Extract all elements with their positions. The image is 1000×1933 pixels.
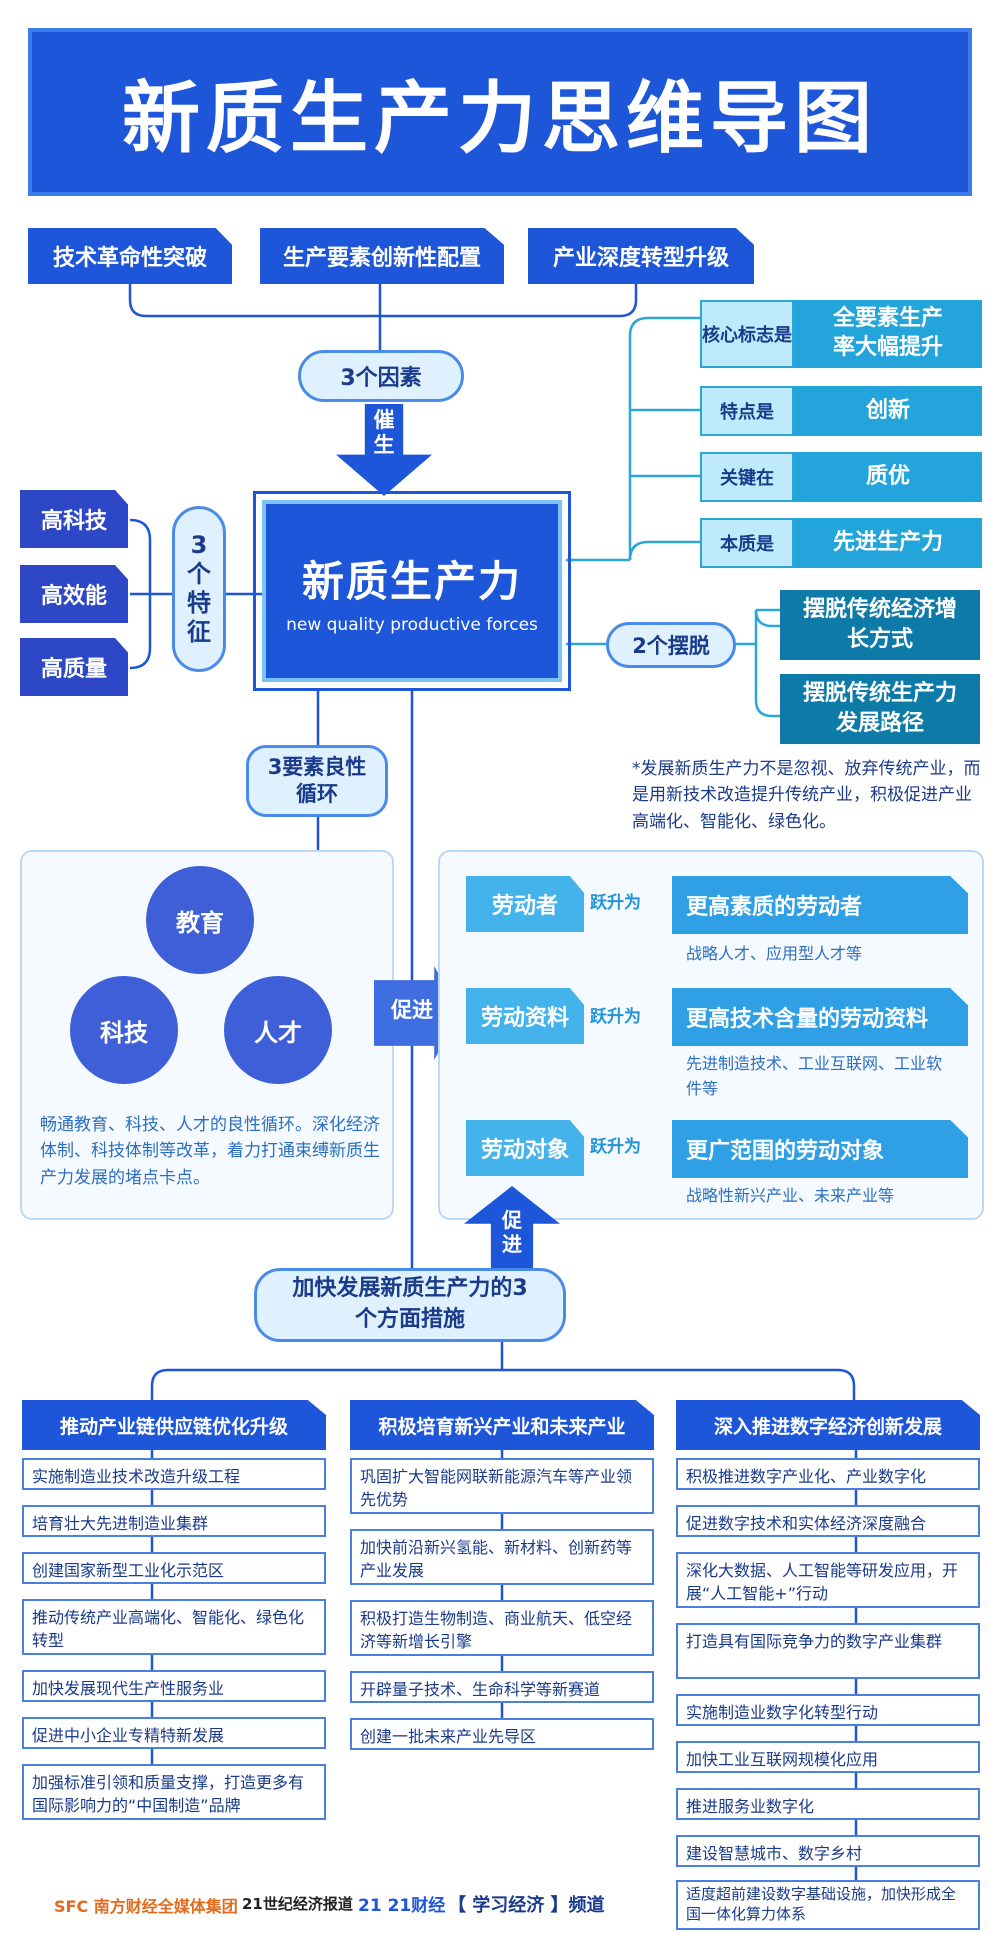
column3-item-8: 建设智慧城市、数字乡村: [676, 1835, 980, 1867]
column3-item-7: 推进服务业数字化: [676, 1788, 980, 1820]
note-text: *发展新质生产力不是忽视、放弃传统产业，而是用新技术改造提升传统产业，积极促进产…: [632, 759, 981, 832]
labor-from-1: 劳动者: [466, 876, 584, 932]
attr-value-2: 创新: [794, 386, 982, 436]
column2-item-3: 积极打造生物制造、商业航天、低空经济等新增长引擎: [350, 1600, 654, 1656]
column1-item-6: 促进中小企业专精特新发展: [22, 1717, 326, 1749]
attr-value-4: 先进生产力: [794, 518, 982, 568]
features-pill: 3个特征: [172, 506, 226, 672]
attr-label-3: 关键在: [700, 452, 794, 502]
column2-item-4: 开辟量子技术、生命科学等新赛道: [350, 1671, 654, 1703]
leap-label-3: 跃升为: [590, 1137, 641, 1157]
column1-item-5: 加快发展现代生产性服务业: [22, 1670, 326, 1702]
center-node: 新质生产力 new quality productive forces: [253, 491, 571, 691]
attr-label-1: 核心标志是: [700, 300, 794, 368]
cycle-pill: 3要素良性循环: [246, 745, 388, 817]
baituo-pill: 2个摆脱: [606, 622, 736, 668]
labor-to-1: 更高素质的劳动者: [672, 876, 968, 934]
leap-label-2: 跃升为: [590, 1007, 641, 1027]
center-subtitle: new quality productive forces: [286, 614, 538, 635]
cujin-up-label: 促进: [502, 1208, 522, 1256]
column2-item-1: 巩固扩大智能网联新能源汽车等产业领先优势: [350, 1458, 654, 1514]
labor-from-3: 劳动对象: [466, 1120, 584, 1176]
factor-1: 技术革命性突破: [28, 228, 232, 284]
labor-from-2: 劳动资料: [466, 988, 584, 1044]
column3-item-3: 深化大数据、人工智能等研发应用，开展“人工智能+”行动: [676, 1552, 980, 1608]
attr-label-4: 本质是: [700, 518, 794, 568]
footer-logo-21caijing: 21 21财经: [358, 1896, 446, 1916]
column1-item-4: 推动传统产业高端化、智能化、绿色化转型: [22, 1599, 326, 1655]
page-title: 新质生产力思维导图: [121, 74, 878, 164]
leap-label-1: 跃升为: [590, 893, 641, 913]
feature-2: 高效能: [20, 565, 128, 623]
cycle-node-technology: 科技: [70, 976, 178, 1084]
column-head-2: 积极培育新兴产业和未来产业: [350, 1400, 654, 1450]
column2-item-5: 创建一批未来产业先导区: [350, 1718, 654, 1750]
cycle-node-education: 教育: [146, 866, 254, 974]
cycle-text: 畅通教育、科技、人才的良性循环。深化经济体制、科技体制等改革，着力打通束缚新质生…: [40, 1115, 380, 1188]
column2-item-2: 加快前沿新兴氢能、新材料、创新药等产业发展: [350, 1529, 654, 1585]
attr-value-1: 全要素生产率大幅提升: [794, 300, 982, 368]
column3-item-4: 打造具有国际竞争力的数字产业集群: [676, 1623, 980, 1679]
cuisheng-label: 催生: [373, 408, 395, 458]
column1-item-7: 加强标准引领和质量支撑，打造更多有国际影响力的“中国制造”品牌: [22, 1764, 326, 1820]
cujin-right-label: 促进: [391, 998, 433, 1022]
footer-logo-21cbh: 21世纪经济报道: [242, 1895, 353, 1913]
labor-to-2: 更高技术含量的劳动资料: [672, 988, 968, 1046]
factor-3: 产业深度转型升级: [528, 228, 754, 284]
baituo-1: 摆脱传统经济增长方式: [780, 590, 980, 660]
cycle-node-talent: 人才: [224, 976, 332, 1084]
baituo-2: 摆脱传统生产力发展路径: [780, 674, 980, 744]
attr-label-2: 特点是: [700, 386, 794, 436]
column3-item-9: 适度超前建设数字基础设施，加快形成全国一体化算力体系: [676, 1880, 980, 1930]
center-title: 新质生产力: [301, 556, 522, 606]
factor-2: 生产要素创新性配置: [260, 228, 504, 284]
column3-item-5: 实施制造业数字化转型行动: [676, 1694, 980, 1726]
page-title-banner: 新质生产力思维导图: [28, 28, 972, 196]
column-head-3: 深入推进数字经济创新发展: [676, 1400, 980, 1450]
column-head-1: 推动产业链供应链优化升级: [22, 1400, 326, 1450]
column3-item-6: 加快工业互联网规模化应用: [676, 1741, 980, 1773]
labor-desc-3: 战略性新兴产业、未来产业等: [686, 1186, 895, 1205]
footer-logo-sfc: SFC 南方财经全媒体集团: [54, 1897, 238, 1916]
measures-pill: 加快发展新质生产力的3个方面措施: [254, 1268, 566, 1342]
column3-item-1: 积极推进数字产业化、产业数字化: [676, 1458, 980, 1490]
labor-to-3: 更广范围的劳动对象: [672, 1120, 968, 1178]
feature-3: 高质量: [20, 638, 128, 696]
attr-value-3: 质优: [794, 452, 982, 502]
column1-item-1: 实施制造业技术改造升级工程: [22, 1458, 326, 1490]
column3-item-2: 促进数字技术和实体经济深度融合: [676, 1505, 980, 1537]
column1-item-2: 培育壮大先进制造业集群: [22, 1505, 326, 1537]
factors-pill: 3个因素: [298, 350, 464, 402]
feature-1: 高科技: [20, 490, 128, 548]
footer-channel: 【 学习经济 】频道: [448, 1895, 605, 1916]
labor-desc-2: 先进制造技术、工业互联网、工业软件等: [686, 1054, 943, 1098]
column1-item-3: 创建国家新型工业化示范区: [22, 1552, 326, 1584]
labor-desc-1: 战略人才、应用型人才等: [686, 944, 863, 963]
